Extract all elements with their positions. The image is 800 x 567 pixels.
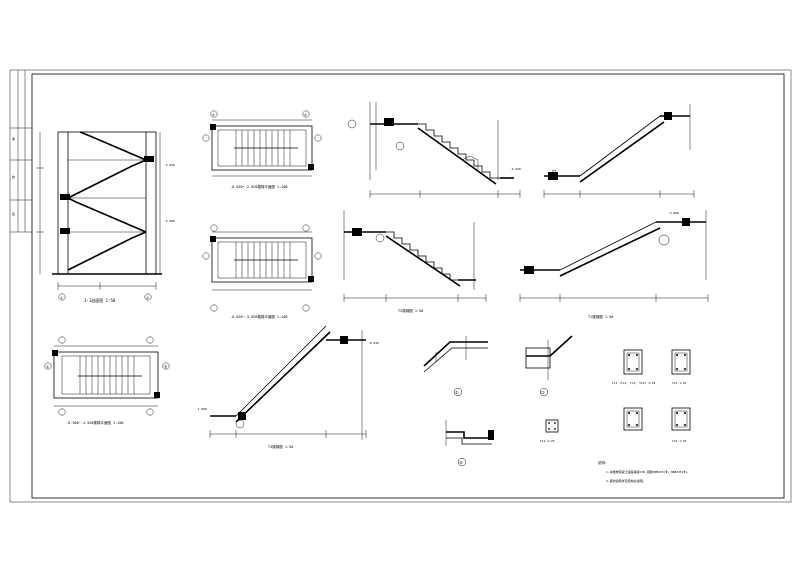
beam-label-tl1: TL1 (TL2, TL3, TL4) 1:25 (612, 381, 656, 385)
notes-title: 说明: (598, 460, 607, 465)
detail-label-3: ③ (459, 460, 463, 465)
node-detail-1 (423, 336, 488, 397)
beam-label-tl2: TL2 1:25 (540, 439, 555, 443)
elev-section-1: -4.920 (164, 163, 175, 167)
beam-section-small (545, 419, 559, 433)
svg-text:审: 审 (12, 136, 15, 141)
plan-caption-3: -6.300~-4.920楼梯平面图 1:100 (66, 420, 124, 425)
binding-margin-strip: 审 校 签 (10, 70, 32, 233)
section-1-1 (36, 131, 162, 301)
axis-label-3: ⑨ (212, 113, 215, 117)
axis-label-5: Ⓐ (46, 364, 50, 369)
axis-label-6: Ⓑ (164, 364, 168, 369)
stair-elevation-t3 (209, 325, 367, 440)
note-2: 2.其他说明详见结构总说明。 (606, 478, 646, 483)
beam-label-tl6: TL6 1:25 (672, 439, 687, 443)
stair-elevation-t2 (343, 210, 487, 302)
axis-label-2: ② (146, 296, 150, 300)
plan-caption-2: -0.020~-3.920楼梯平面图 1:100 (230, 314, 288, 319)
axis-label-1: ① (60, 296, 64, 300)
beam-section-tl6 (623, 407, 691, 431)
svg-text:校: 校 (12, 174, 15, 179)
node-detail-3 (445, 420, 494, 467)
stair-plan-1 (202, 110, 322, 177)
beam-label-tl5: TL5 1:25 (672, 381, 687, 385)
elev-t1: -4.920 (510, 167, 521, 171)
detail-label-1: ① (455, 390, 459, 395)
axis-label-4: ⑧ (304, 113, 307, 117)
stair-plan-2 (202, 224, 322, 312)
beam-section-tl5 (671, 349, 691, 375)
section-caption: 1-1剖面图 1:50 (84, 297, 116, 303)
outer-border (9, 69, 792, 503)
stair-elevation-t1 (347, 102, 521, 198)
plan-caption-1: -0.020~-2.920楼梯平面图 1:100 (230, 184, 288, 189)
elev-section-2: -6.300 (164, 219, 175, 223)
detail-label-2: ② (541, 390, 545, 395)
note-1: 1.本楼梯混凝土强度等级C30,钢筋HPB235(Φ),HRB335(Φ)。 (606, 469, 690, 474)
stair-elevation-t1b (543, 104, 695, 198)
elev-t3a: -1.000 (196, 407, 207, 411)
svg-text:签: 签 (12, 211, 15, 216)
beam-section-tl1 (623, 349, 643, 375)
inner-border (31, 73, 785, 499)
node-detail-2 (525, 335, 573, 397)
stair-caption-t2: T2楼梯图 1:50 (398, 308, 423, 313)
elev-t2b: -3.800 (668, 211, 679, 215)
stair-caption-t1: T1楼梯图 1:50 (588, 314, 613, 319)
stair-plan-3 (44, 336, 170, 416)
elev-t3b: -0.020 (368, 341, 379, 345)
stair-elevation-t2b (519, 210, 709, 302)
stair-caption-t3: T3楼梯图 1:50 (268, 444, 293, 449)
